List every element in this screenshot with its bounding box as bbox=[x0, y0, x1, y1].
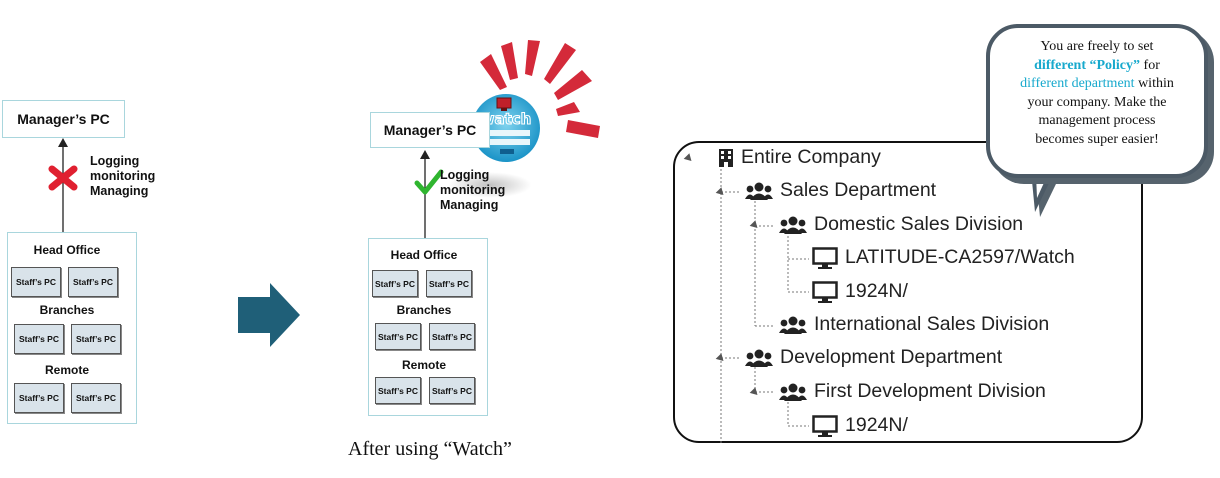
after-manager-pc-label: Manager’s PC bbox=[383, 122, 477, 138]
before-staff-pc: Staff’s PC bbox=[68, 267, 118, 297]
after-office-box: Head Office Staff’s PC Staff’s PC Branch… bbox=[368, 238, 488, 416]
bubble-line-5: management process bbox=[1038, 113, 1156, 128]
after-section-head-office: Head Office bbox=[390, 248, 458, 262]
tree-node-first-development-division[interactable]: First Development Division bbox=[779, 380, 1046, 403]
before-actions: Logging monitoring Managing bbox=[90, 154, 155, 199]
group-icon bbox=[779, 215, 807, 235]
tree-node-computer[interactable]: 1924N/ bbox=[812, 280, 908, 303]
tree-guides bbox=[720, 169, 809, 443]
after-staff-pc: Staff’s PC bbox=[429, 323, 475, 350]
after-action-logging: Logging bbox=[440, 168, 490, 182]
after-staff-pc: Staff’s PC bbox=[375, 377, 421, 404]
building-icon bbox=[718, 148, 734, 168]
after-section-branches: Branches bbox=[396, 303, 452, 317]
bubble-line-2: different “Policy” for bbox=[1000, 57, 1194, 76]
after-manager-pc: Manager’s PC bbox=[370, 112, 490, 148]
tree-node-label: LATITUDE-CA2597/Watch bbox=[845, 246, 1075, 268]
tree-node-development-department[interactable]: Development Department bbox=[745, 346, 1002, 369]
group-icon bbox=[779, 315, 807, 335]
before-action-monitoring: monitoring bbox=[90, 169, 156, 183]
before-staff-pc: Staff’s PC bbox=[11, 267, 61, 297]
right-arrow-icon bbox=[238, 283, 300, 347]
watch-logo-text: watch bbox=[481, 110, 532, 128]
tree-node-computer[interactable]: LATITUDE-CA2597/Watch bbox=[812, 246, 1075, 269]
tree-node-label: Sales Department bbox=[780, 179, 937, 201]
bubble-text: for bbox=[1140, 57, 1160, 73]
group-icon bbox=[745, 348, 773, 368]
after-section-remote: Remote bbox=[401, 358, 446, 372]
before-action-managing: Managing bbox=[90, 184, 149, 198]
tree-node-domestic-sales-division[interactable]: Domestic Sales Division bbox=[779, 213, 1023, 236]
tree-node-entire-company[interactable]: Entire Company bbox=[718, 146, 881, 169]
after-action-monitoring: monitoring bbox=[440, 183, 506, 197]
monitor-icon bbox=[812, 414, 838, 437]
tree-node-label: 1924N/ bbox=[845, 414, 908, 436]
before-section-head-office: Head Office bbox=[33, 243, 101, 257]
tree-node-label: 1924N/ bbox=[845, 280, 908, 302]
before-manager-pc-label: Manager’s PC bbox=[17, 111, 110, 127]
check-icon bbox=[414, 169, 444, 195]
bubble-line-1: You are freely to set bbox=[1040, 39, 1154, 54]
department-highlight: different department bbox=[1020, 76, 1135, 91]
action-shadow bbox=[448, 172, 532, 198]
before-staff-pc: Staff’s PC bbox=[14, 324, 64, 354]
after-staff-pc: Staff’s PC bbox=[375, 323, 421, 350]
after-staff-pc: Staff’s PC bbox=[429, 377, 475, 404]
before-staff-pc: Staff’s PC bbox=[71, 383, 121, 413]
bubble-line-6: becomes super easier! bbox=[1035, 131, 1159, 147]
after-caption: After using “Watch” bbox=[348, 438, 512, 460]
after-actions: Logging monitoring Managing bbox=[440, 168, 505, 213]
cross-icon bbox=[48, 165, 78, 191]
after-staff-pc: Staff’s PC bbox=[372, 270, 418, 297]
tree-node-label: Development Department bbox=[780, 346, 1003, 368]
bubble-line-3: different department within bbox=[1000, 75, 1194, 94]
before-section-branches: Branches bbox=[39, 303, 95, 317]
group-icon bbox=[745, 181, 773, 201]
tree-node-label: Entire Company bbox=[741, 146, 881, 168]
bubble-text: within bbox=[1134, 76, 1174, 91]
tree-node-label: International Sales Division bbox=[814, 313, 1050, 335]
after-connector-arrow bbox=[420, 150, 430, 238]
speech-bubble: You are freely to set different “Policy”… bbox=[986, 24, 1208, 178]
before-office-box: Head Office Staff’s PC Staff’s PC Branch… bbox=[7, 232, 137, 424]
monitor-icon bbox=[812, 280, 838, 303]
tree-node-sales-department[interactable]: Sales Department bbox=[745, 179, 936, 202]
before-action-logging: Logging bbox=[90, 154, 140, 168]
tree-node-international-sales-division[interactable]: International Sales Division bbox=[779, 313, 1049, 336]
before-staff-pc: Staff’s PC bbox=[14, 383, 64, 413]
monitor-icon bbox=[812, 246, 838, 269]
tree-node-computer[interactable]: 1924N/ bbox=[812, 414, 908, 437]
after-staff-pc: Staff’s PC bbox=[426, 270, 472, 297]
after-action-managing: Managing bbox=[440, 198, 499, 212]
group-icon bbox=[779, 382, 807, 402]
tree-node-label: Domestic Sales Division bbox=[814, 213, 1024, 235]
before-connector-arrow bbox=[58, 138, 68, 232]
alert-burst-icon bbox=[480, 40, 600, 138]
before-staff-pc: Staff’s PC bbox=[71, 324, 121, 354]
bubble-line-4: your company. Make the bbox=[1027, 94, 1167, 110]
before-manager-pc: Manager’s PC bbox=[2, 100, 125, 138]
tree-node-label: First Development Division bbox=[814, 380, 1046, 402]
policy-highlight: different “Policy” bbox=[1034, 57, 1141, 73]
before-section-remote: Remote bbox=[44, 363, 89, 377]
